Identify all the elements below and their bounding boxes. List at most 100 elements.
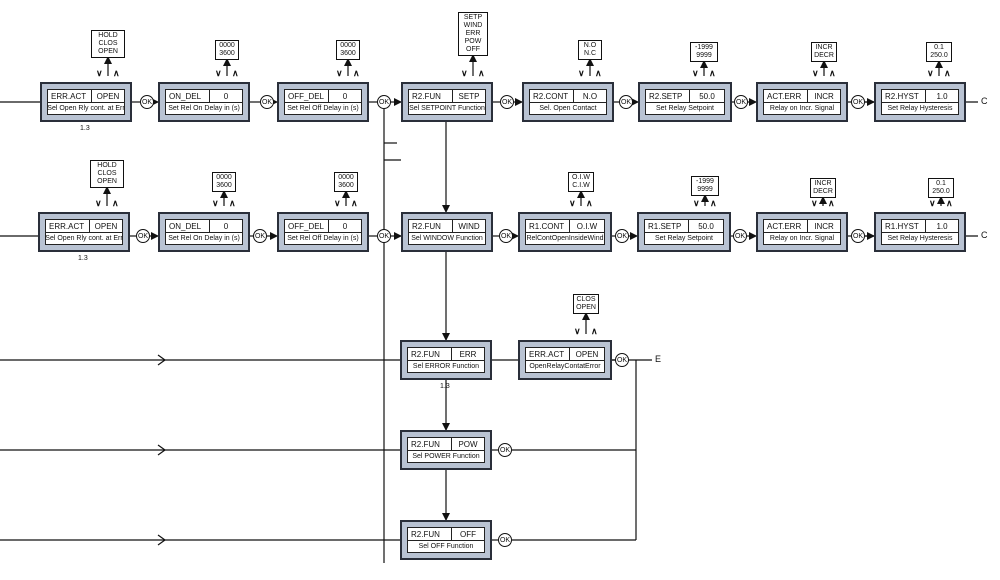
parameter-name: OFF_DEL	[285, 220, 329, 232]
chevron-down-icon[interactable]: ∨	[811, 198, 818, 208]
parameter-value: N.O	[582, 91, 598, 101]
chevron-up-icon[interactable]: ∧	[595, 68, 602, 78]
chevron-up-icon[interactable]: ∧	[709, 68, 716, 78]
chevron-up-icon[interactable]: ∧	[710, 198, 717, 208]
row-end-label: C	[981, 96, 988, 106]
chevron-up-icon[interactable]: ∧	[232, 68, 239, 78]
ok-button[interactable]: OK	[377, 229, 391, 243]
chevron-down-icon[interactable]: ∨	[574, 326, 581, 336]
chevron-up-icon[interactable]: ∧	[353, 68, 360, 78]
chevron-down-icon[interactable]: ∨	[578, 68, 585, 78]
ok-button[interactable]: OK	[500, 95, 514, 109]
chevron-down-icon[interactable]: ∨	[927, 68, 934, 78]
chevron-down-icon[interactable]: ∨	[692, 68, 699, 78]
parameter-name: R2.FUN	[409, 90, 453, 102]
ok-button[interactable]: OK	[260, 95, 274, 109]
chevron-down-icon[interactable]: ∨	[336, 68, 343, 78]
chevron-down-icon[interactable]: ∨	[95, 198, 102, 208]
parameter-description: Sel Open Rly cont. at Err	[48, 104, 124, 112]
chevron-down-icon[interactable]: ∨	[212, 198, 219, 208]
ok-button[interactable]: OK	[851, 229, 865, 243]
chevron-down-icon[interactable]: ∨	[215, 68, 222, 78]
parameter-name: R1.CONT	[526, 220, 570, 232]
parameter-description: Sel POWER Function	[412, 452, 480, 460]
chevron-down-icon[interactable]: ∨	[461, 68, 468, 78]
ok-button[interactable]: OK	[498, 443, 512, 457]
option-value: POW	[464, 38, 482, 45]
chevron-up-icon[interactable]: ∧	[829, 68, 836, 78]
ok-button[interactable]: OK	[851, 95, 865, 109]
parameter-value: SETP	[458, 91, 480, 101]
option-value: OFF	[466, 46, 480, 53]
version-note: 1.3	[440, 383, 450, 390]
chevron-up-icon[interactable]: ∧	[229, 198, 236, 208]
chevron-up-icon[interactable]: ∧	[591, 326, 598, 336]
option-value: 3600	[338, 182, 354, 189]
chevron-up-icon[interactable]: ∧	[478, 68, 485, 78]
option-value: CLOS	[98, 40, 118, 47]
chevron-up-icon[interactable]: ∧	[112, 198, 119, 208]
chevron-down-icon[interactable]: ∨	[693, 198, 700, 208]
ok-button[interactable]: OK	[499, 229, 513, 243]
chevron-down-icon[interactable]: ∨	[929, 198, 936, 208]
ok-button[interactable]: OK	[253, 229, 267, 243]
ok-button[interactable]: OK	[377, 95, 391, 109]
chevron-down-icon[interactable]: ∨	[569, 198, 576, 208]
chevron-down-icon[interactable]: ∨	[96, 68, 103, 78]
chevron-up-icon[interactable]: ∧	[351, 198, 358, 208]
option-value: INCR	[815, 44, 833, 51]
parameter-name: ON_DEL	[166, 90, 210, 102]
ok-button[interactable]: OK	[615, 353, 629, 367]
chevron-up-icon[interactable]: ∧	[113, 68, 120, 78]
parameter-row: R2.FUN SETP	[409, 90, 485, 103]
option-value: O.I.W	[572, 174, 590, 181]
chevron-up-icon[interactable]: ∧	[946, 198, 953, 208]
chevron-down-icon[interactable]: ∨	[812, 68, 819, 78]
chevron-up-icon[interactable]: ∧	[828, 198, 835, 208]
ok-button[interactable]: OK	[733, 229, 747, 243]
ok-button[interactable]: OK	[140, 95, 154, 109]
flow-direction-icon	[157, 354, 167, 366]
ok-button[interactable]: OK	[498, 533, 512, 547]
ok-button[interactable]: OK	[734, 95, 748, 109]
ok-button[interactable]: OK	[615, 229, 629, 243]
ok-button[interactable]: OK	[619, 95, 633, 109]
parameter-name: ERR.ACT	[46, 220, 90, 232]
chevron-down-icon[interactable]: ∨	[334, 198, 341, 208]
parameter-name: R2.HYST	[882, 90, 926, 102]
chevron-up-icon[interactable]: ∧	[944, 68, 951, 78]
ok-button[interactable]: OK	[136, 229, 150, 243]
chevron-up-icon[interactable]: ∧	[586, 198, 593, 208]
